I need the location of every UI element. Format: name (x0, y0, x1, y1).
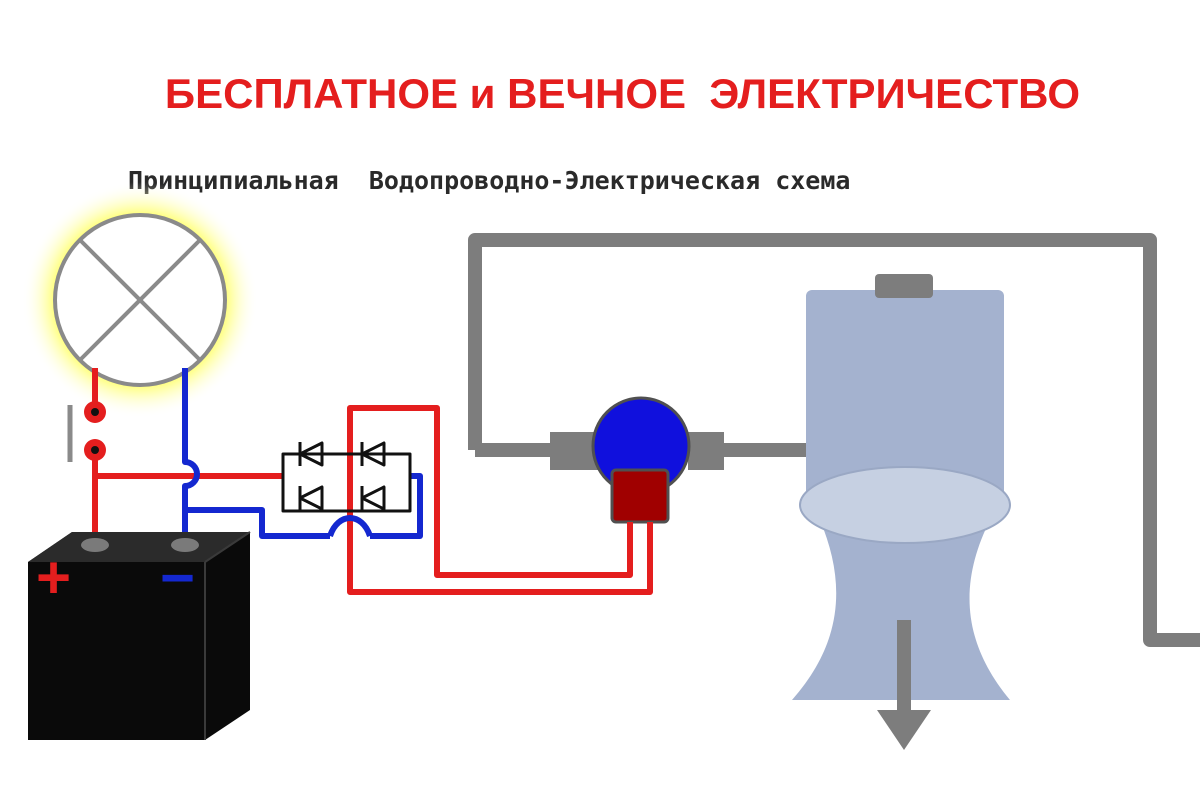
switch-icon (67, 401, 106, 462)
toilet-icon (792, 274, 1011, 700)
water-pipe (468, 233, 1200, 647)
page-title: БЕСПЛАТНОЕ и ВЕЧНОЕ ЭЛЕКТРИЧЕСТВО (164, 70, 1081, 117)
negative-wires (182, 368, 423, 545)
battery-minus-label: − (160, 544, 196, 611)
pipe-coupling-left (550, 432, 598, 470)
pipe-coupling-right (688, 432, 724, 470)
battery-icon (28, 531, 251, 740)
down-arrow-icon (877, 620, 931, 750)
diode-bridge-icon (281, 441, 412, 513)
positive-wires (92, 368, 653, 595)
lamp-icon (22, 182, 258, 418)
battery-plus-label: + (36, 544, 72, 611)
generator-icon (591, 396, 691, 524)
